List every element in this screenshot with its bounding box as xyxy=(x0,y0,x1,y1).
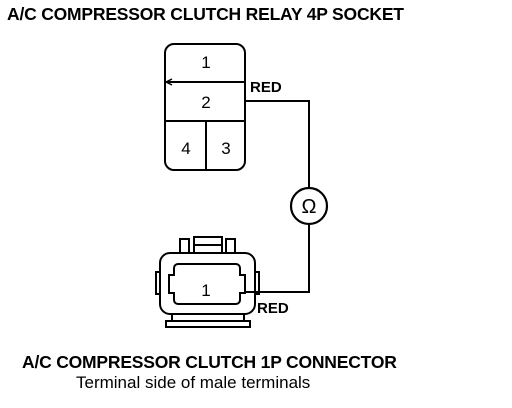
test-wire xyxy=(245,100,310,293)
clutch-wire-label: RED xyxy=(257,300,289,317)
clutch-pin-1: 1 xyxy=(201,281,210,300)
relay-wire-label: RED xyxy=(250,79,282,96)
relay-socket xyxy=(164,43,246,171)
relay-pin-3: 3 xyxy=(221,139,230,158)
relay-pin-4: 4 xyxy=(181,139,190,158)
clutch-connector-subtitle: Terminal side of male terminals xyxy=(76,373,311,392)
clutch-connector-title: A/C COMPRESSOR CLUTCH 1P CONNECTOR xyxy=(22,352,397,372)
ohm-icon: Ω xyxy=(302,196,317,218)
ohmmeter xyxy=(289,186,329,226)
clutch-connector xyxy=(155,236,260,328)
relay-pin-2: 2 xyxy=(201,93,210,112)
relay-socket-title: A/C COMPRESSOR CLUTCH RELAY 4P SOCKET xyxy=(7,4,404,24)
relay-pin-1: 1 xyxy=(201,53,210,72)
